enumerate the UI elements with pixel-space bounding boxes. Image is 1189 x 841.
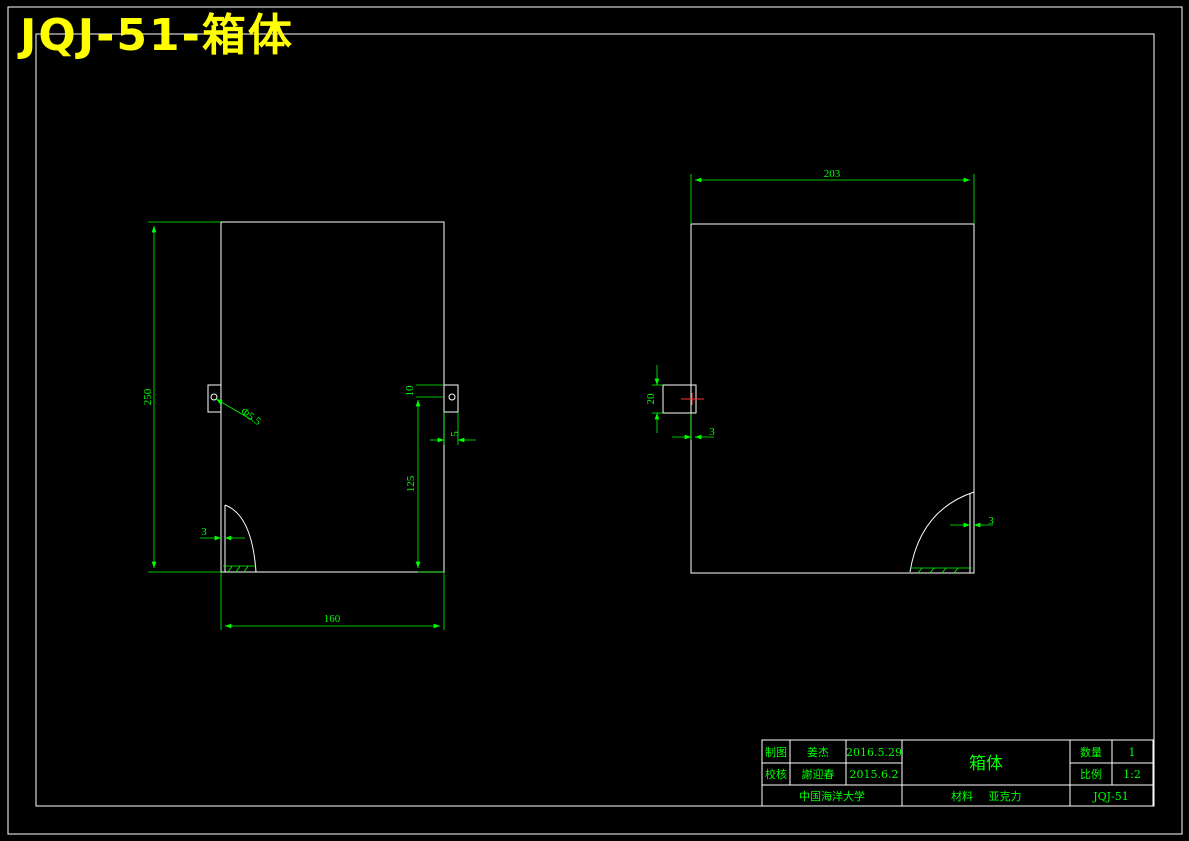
dim-wall: 3 [201, 526, 207, 538]
tb-school: 中国海洋大学 [799, 789, 865, 803]
tb-drawing-no: JQJ-51 [1092, 790, 1129, 803]
tb-scale-label: 比例 [1080, 767, 1102, 781]
dim-slot-small: 5 [449, 431, 461, 437]
tb-check-date: 2015.6.2 [850, 768, 899, 781]
side-dimensions [652, 174, 993, 528]
drawing-title: JQJ-51-箱体 [20, 10, 294, 61]
tb-drawn-label: 制图 [765, 746, 787, 759]
side-view [662, 223, 975, 574]
left-hole [210, 393, 218, 401]
right-hole [448, 393, 456, 401]
title-block [761, 739, 1154, 807]
dim-hole-dia: Φ5.5 [238, 406, 263, 429]
right-slot [443, 384, 459, 413]
dim-width: 160 [324, 613, 341, 625]
tb-check-label: 校核 [765, 767, 787, 781]
dim-side-width: 203 [824, 168, 841, 180]
side-cutout-arc [909, 491, 975, 573]
dim-height: 250 [142, 388, 154, 405]
left-slot [207, 384, 222, 413]
center-mark [681, 393, 704, 405]
tb-qty-label: 数量 [1080, 746, 1102, 759]
side-hatch [910, 567, 972, 574]
dim-side-wall-a: 3 [709, 426, 715, 438]
cutout-arc [224, 504, 257, 573]
front-hatch [223, 565, 256, 573]
dim-side-wall-b: 3 [988, 515, 994, 527]
dim-side-hole: 20 [645, 393, 657, 405]
tb-check-name: 謝迎春 [802, 767, 835, 781]
dim-slot-width: 10 [404, 385, 416, 397]
tb-drawn-name: 姜杰 [807, 745, 829, 759]
inner-border [35, 33, 1155, 807]
dim-slot-height: 125 [405, 475, 417, 492]
tb-material-label: 材料 [951, 789, 973, 803]
tb-part-name: 箱体 [969, 754, 1003, 774]
outer-border [7, 6, 1183, 835]
tb-drawn-date: 2016.5.29 [846, 746, 902, 759]
tb-scale-value: 1:2 [1123, 768, 1141, 781]
tb-material-value: 亚克力 [989, 790, 1022, 803]
front-dimensions [148, 221, 476, 630]
tb-qty-value: 1 [1129, 746, 1136, 759]
